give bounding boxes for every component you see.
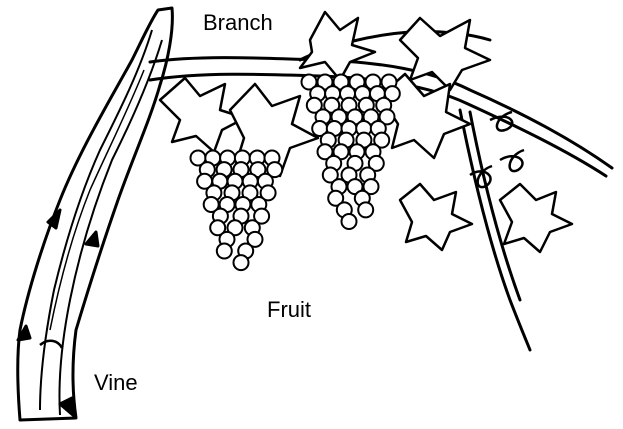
label-fruit: Fruit xyxy=(267,299,311,321)
vine-trunk xyxy=(18,8,173,420)
grape xyxy=(234,255,249,270)
grape xyxy=(217,244,232,259)
grape-bunch-left xyxy=(191,151,283,271)
grape xyxy=(342,214,357,229)
grape-bunch-right xyxy=(302,75,400,230)
label-branch: Branch xyxy=(203,12,273,34)
label-vine: Vine xyxy=(94,372,138,394)
grape xyxy=(358,202,373,217)
